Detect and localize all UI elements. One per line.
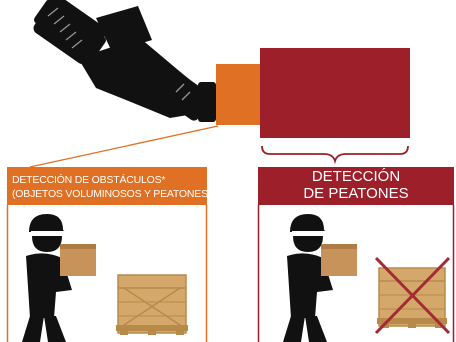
right-panel	[257, 167, 455, 342]
pedestrian-detection-title-line2: DE PEATONES	[303, 185, 409, 202]
pedestrian-detection-title: DETECCIÓN DE PEATONES	[258, 167, 454, 205]
obstacle-detection-title-line1: DETECCIÓN DE OBSTÁCULOS*	[12, 174, 166, 186]
wooden-crate-crossed-icon	[374, 256, 451, 335]
obstacle-detection-title: DETECCIÓN DE OBSTÁCULOS* (OBJETOS VOLUMI…	[7, 167, 212, 205]
zone-connector-line	[29, 125, 219, 168]
left-panel	[6, 167, 208, 342]
pedestrian-detection-zone	[260, 48, 410, 138]
obstacle-detection-title-line2: (OBJETOS VOLUMINOSOS Y PEATONES)	[12, 188, 212, 200]
tractor-icon	[33, 0, 216, 122]
zone-brace	[261, 145, 409, 165]
obstacle-detection-zone	[216, 64, 260, 125]
worker-carrying-box-icon	[283, 214, 357, 342]
worker-carrying-box-icon	[22, 214, 96, 342]
wooden-crate-icon	[116, 274, 188, 335]
pedestrian-detection-title-line1: DETECCIÓN	[311, 168, 401, 185]
